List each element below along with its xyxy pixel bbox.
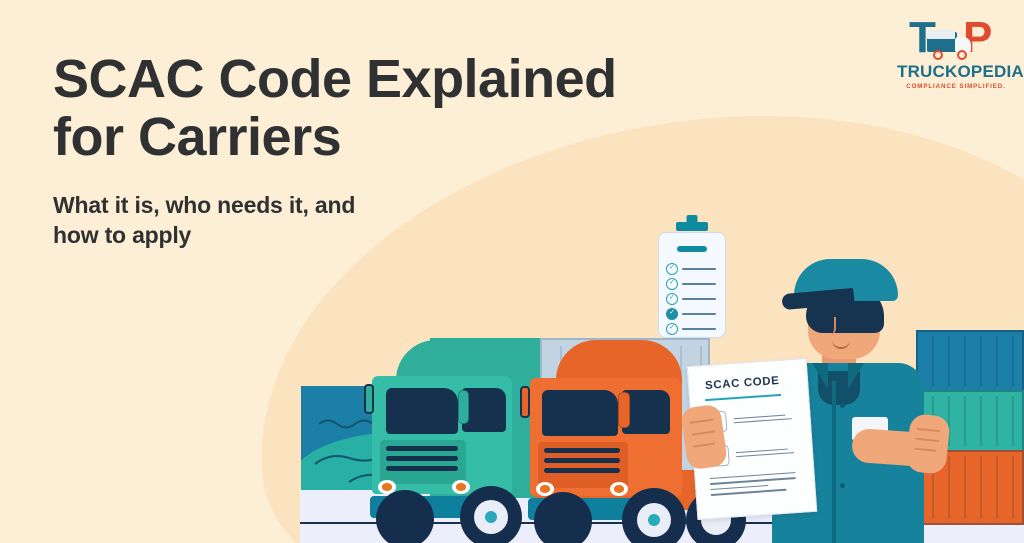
clipboard-title-bar (677, 246, 707, 252)
logo-letter-p: P (963, 13, 993, 62)
document-item-lines (735, 448, 795, 458)
headlight-left (378, 480, 396, 494)
subheadline-line-2: how to apply (53, 222, 192, 249)
wheel-front (534, 492, 592, 543)
page-subtitle: What it is, who needs it, and how to app… (53, 190, 523, 251)
eye-right (850, 313, 858, 324)
check-icon-filled: ✓ (666, 308, 678, 320)
logo-tagline: COMPLIANCE SIMPLIFIED. (906, 83, 1006, 90)
wheel-rear-left (460, 486, 522, 543)
check-icon: ✓ (666, 263, 678, 275)
subheadline-line-1: What it is, who needs it, and (53, 192, 356, 218)
shirt-placket (832, 381, 836, 543)
headlight-left (536, 482, 554, 496)
headlight-right (610, 482, 628, 496)
collar-right (848, 363, 864, 389)
container-top (916, 330, 1024, 392)
wheel-drive-1 (622, 488, 686, 543)
clipboard-row: ✓ (666, 308, 716, 320)
mouth (832, 339, 850, 349)
green-truck (362, 340, 552, 543)
check-icon: ✓ (666, 293, 678, 305)
headline-line-1: SCAC Code Explained (53, 49, 617, 109)
clipboard-row: ✓ (666, 323, 716, 335)
wheel-front-left (376, 490, 434, 543)
document-item-lines (733, 414, 792, 424)
nose (822, 317, 836, 335)
headline-line-2: for Carriers (53, 107, 342, 168)
logo-wordmark: TRUCKOPEDIA (897, 62, 1024, 81)
clipboard-row: ✓ (666, 263, 716, 275)
logo-monogram: T P (897, 16, 1015, 62)
clipboard-clip-icon (676, 222, 708, 231)
hand-right (905, 413, 951, 475)
document-title: SCAC CODE (704, 374, 780, 393)
shirt-button (840, 403, 845, 408)
clipboard-row: ✓ (666, 278, 716, 290)
truckopedia-logo[interactable]: T P TRUCKOPEDIA COMPLIANCE SIMPLIFIED. (897, 16, 1024, 94)
shipping-containers (916, 330, 1024, 525)
collar-left (812, 363, 828, 389)
headlight-right (452, 480, 470, 494)
check-icon: ✓ (666, 278, 678, 290)
page-title: SCAC Code Explained for Carriers (53, 50, 733, 167)
semi-truck-icon (927, 28, 979, 60)
document-title-rule (705, 393, 782, 402)
clipboard: ✓ ✓ ✓ ✓ ✓ (658, 222, 726, 338)
document-footer-lines (709, 472, 797, 496)
shirt-button (840, 483, 845, 488)
orange-truck (516, 340, 746, 543)
clipboard-row: ✓ (666, 293, 716, 305)
check-icon: ✓ (666, 323, 678, 335)
